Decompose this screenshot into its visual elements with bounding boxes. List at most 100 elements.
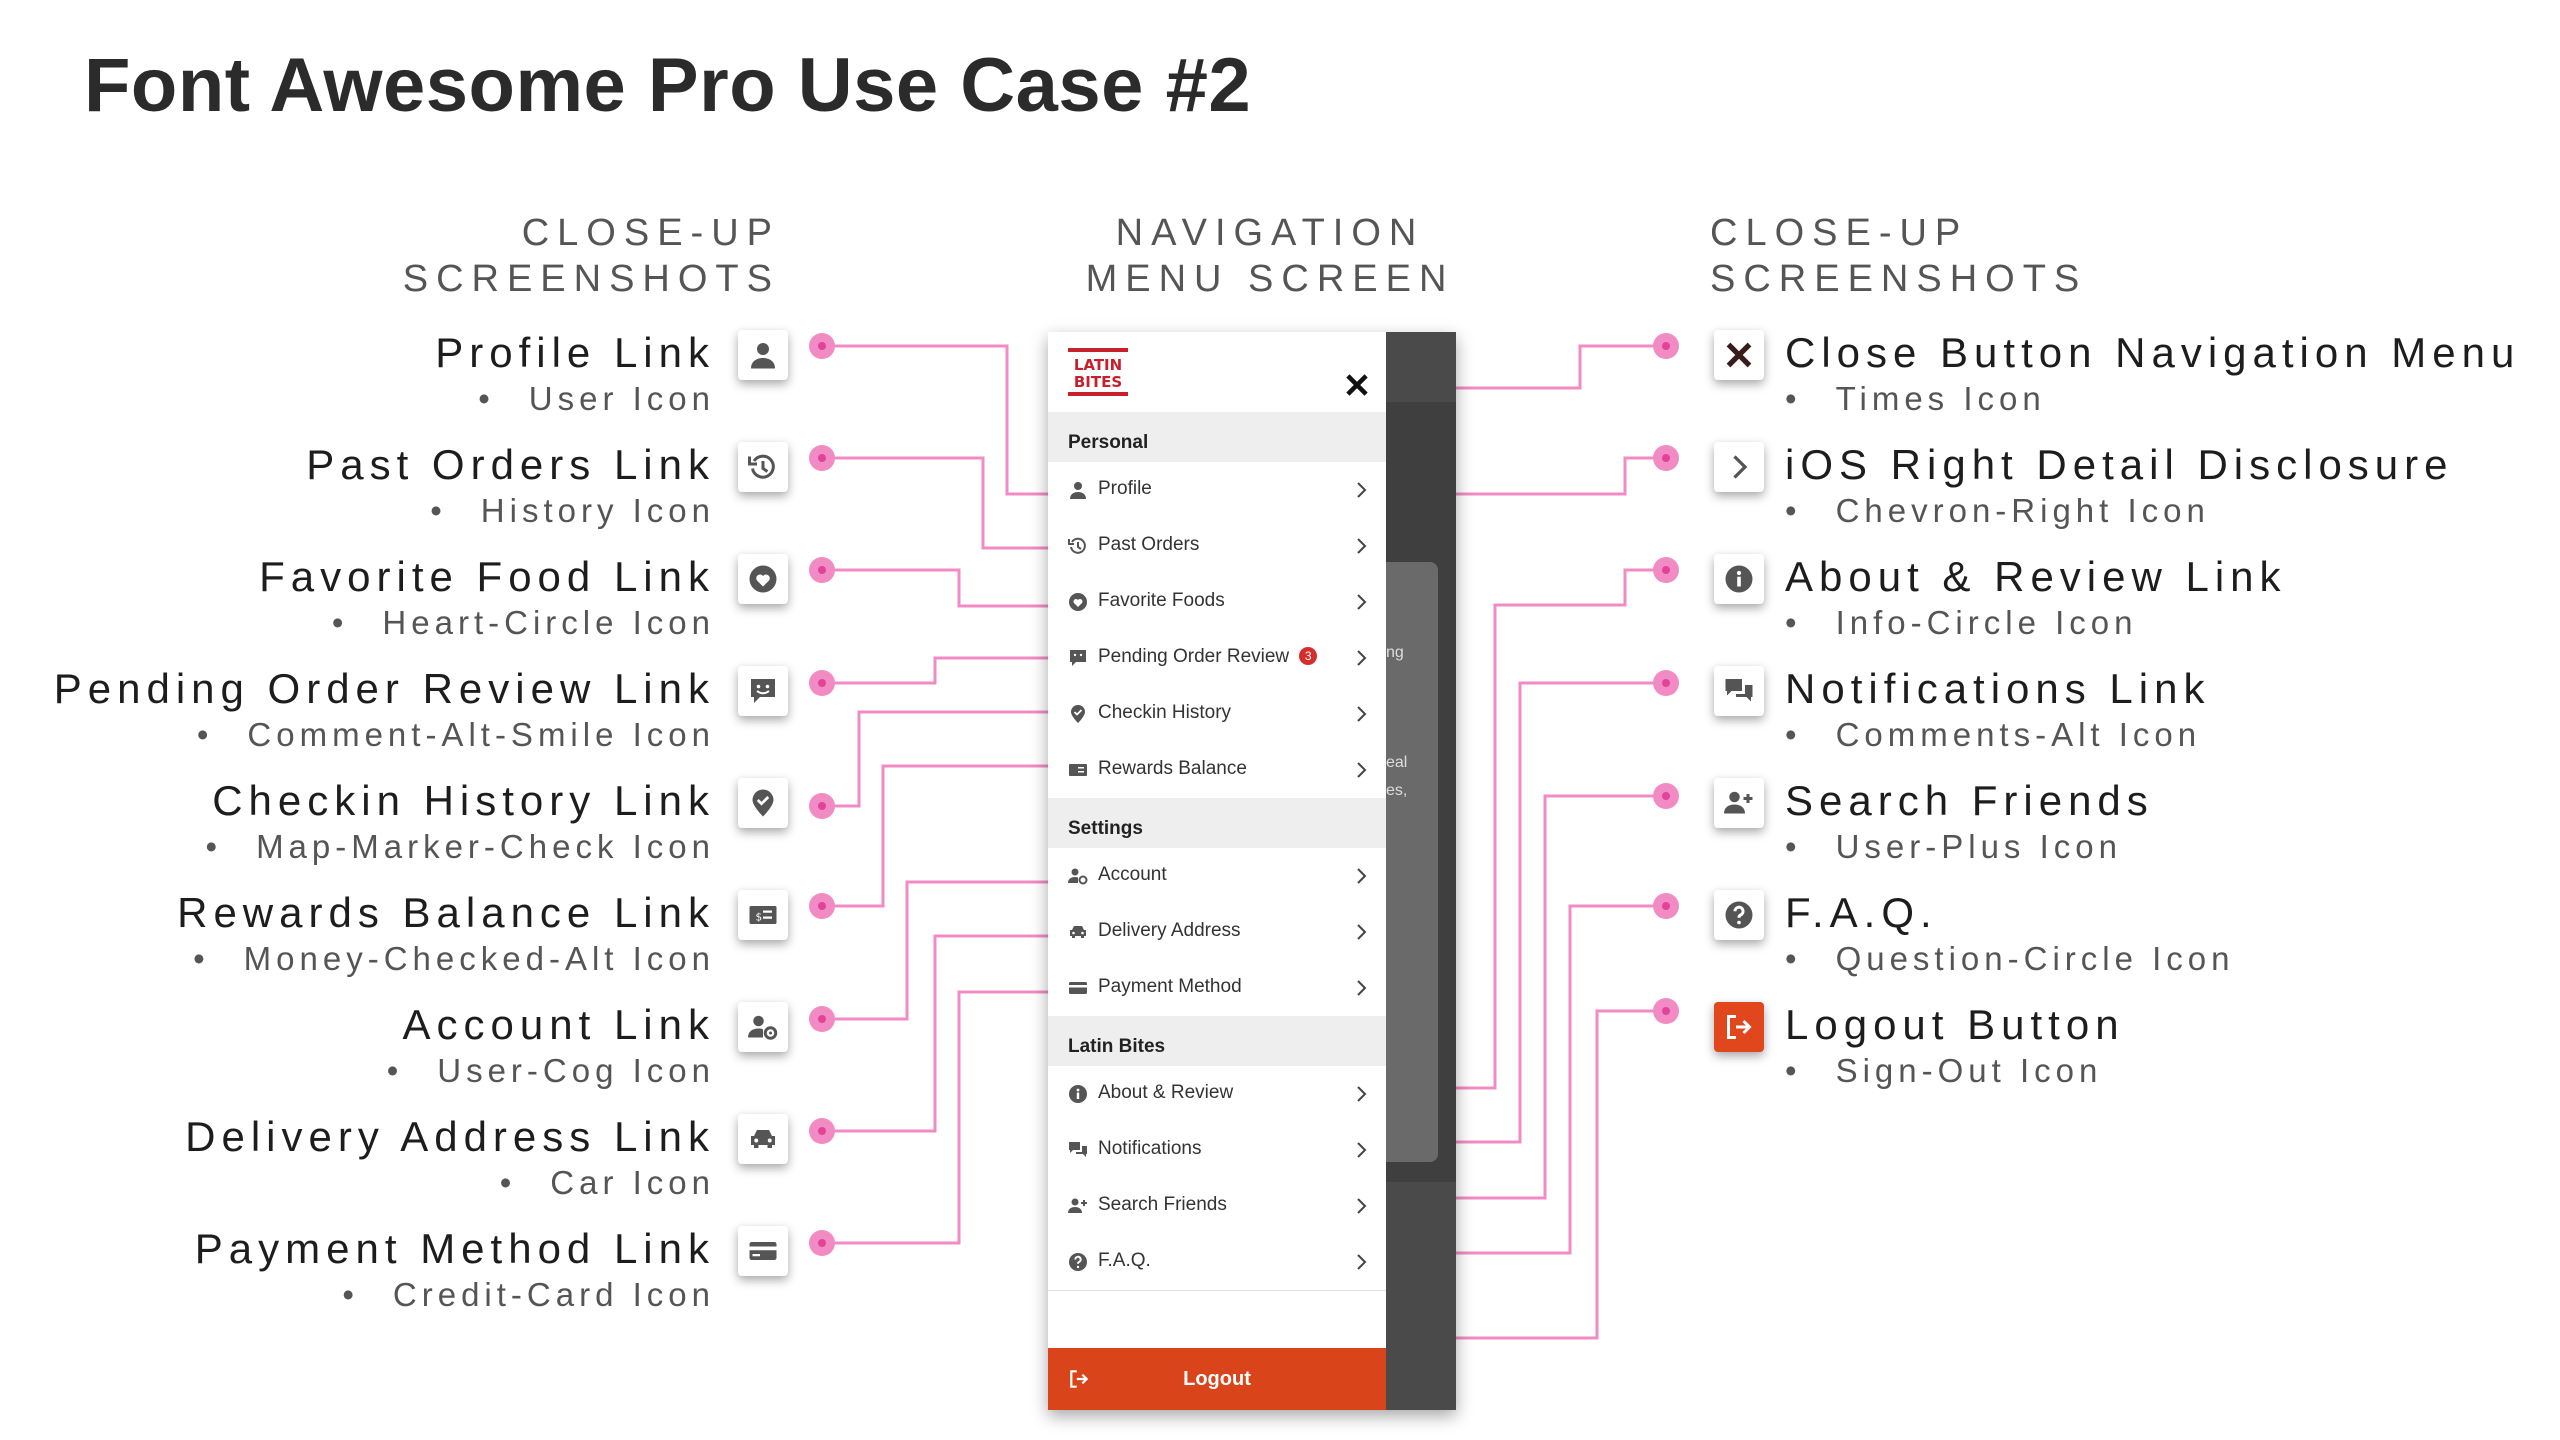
connector-dot: [1653, 998, 1679, 1024]
menu-item-delivery-address[interactable]: Delivery Address: [1048, 904, 1386, 961]
connector-dot: [809, 793, 835, 819]
section-latin-bites: Latin Bites: [1048, 1016, 1386, 1066]
menu-item-profile[interactable]: Profile: [1048, 462, 1386, 519]
map-marker-check-icon: [738, 778, 788, 828]
chevron-right-icon: [1357, 868, 1367, 884]
user-plus-icon: [1714, 778, 1764, 828]
sign-out-icon: [1714, 1002, 1764, 1052]
svg-text:$: $: [756, 911, 763, 923]
menu-item-search-friends[interactable]: Search Friends: [1048, 1178, 1386, 1235]
connector-profile: [822, 344, 1070, 496]
chevron-right-icon: [1357, 762, 1367, 778]
label-checkin-history-link: Checkin History Link •Map-Marker-Check I…: [205, 777, 715, 865]
side-menu: LATIN BITES Personal Profile Past Orders…: [1048, 332, 1386, 1410]
connector-dot: [1653, 333, 1679, 359]
connector-dot: [1653, 670, 1679, 696]
user-icon: [738, 330, 788, 380]
connector-dot: [1653, 557, 1679, 583]
info-circle-icon: [1714, 554, 1764, 604]
connector-dot: [1653, 445, 1679, 471]
close-menu-button[interactable]: [1344, 372, 1370, 398]
menu-header: LATIN BITES: [1048, 332, 1386, 414]
connector-rewards-balance: [822, 764, 1070, 908]
connector-dot: [809, 1230, 835, 1256]
connector-dot: [809, 333, 835, 359]
svg-text:BITES: BITES: [1074, 373, 1122, 391]
map-marker-check-icon: [1071, 705, 1085, 723]
heart-circle-icon: [1069, 593, 1087, 611]
backdrop-text: es,: [1386, 782, 1408, 799]
chevron-right-icon: [1357, 538, 1367, 554]
chevron-right-icon: [1357, 594, 1367, 610]
backdrop-text: ng: [1386, 644, 1404, 661]
user-cog-icon: [738, 1002, 788, 1052]
menu-item-checkin-history[interactable]: Checkin History: [1048, 686, 1386, 743]
user-plus-icon: [1068, 1198, 1087, 1213]
menu-item-account[interactable]: Account: [1048, 848, 1386, 905]
menu-item-notifications[interactable]: Notifications: [1048, 1122, 1386, 1179]
menu-item-favorite-foods[interactable]: Favorite Foods: [1048, 574, 1386, 631]
menu-item-about-review[interactable]: About & Review: [1048, 1066, 1386, 1123]
comment-alt-smile-icon: [1070, 650, 1086, 666]
connector-pending-review: [822, 656, 1070, 685]
connector-delivery-address: [822, 934, 1070, 1133]
credit-card-icon: [1069, 982, 1087, 994]
backdrop-text: eal: [1386, 754, 1408, 771]
car-icon: [1070, 926, 1086, 938]
chevron-right-icon: [1357, 650, 1367, 666]
user-cog-icon: [1068, 868, 1088, 885]
chevron-right-icon: [1357, 1198, 1367, 1214]
comments-alt-icon: [1714, 666, 1764, 716]
times-icon: [1714, 330, 1764, 380]
chevron-right-icon: [1357, 980, 1367, 996]
history-icon: [1068, 537, 1086, 554]
label-search-friends: Search Friends •User-Plus Icon: [1785, 777, 2154, 865]
menu-item-past-orders[interactable]: Past Orders: [1048, 518, 1386, 575]
backdrop-overlay[interactable]: ng eal es,: [1386, 332, 1456, 1410]
money-check-alt-icon: $: [738, 890, 788, 940]
history-icon: [738, 442, 788, 492]
label-notifications-link: Notifications Link •Comments-Alt Icon: [1785, 665, 2211, 753]
svg-text:LATIN: LATIN: [1074, 356, 1122, 374]
connector-close: [1422, 344, 1666, 390]
notification-badge: 3: [1299, 647, 1318, 665]
question-circle-icon: [1714, 890, 1764, 940]
connector-account: [822, 880, 1070, 1021]
connector-favorite-foods: [822, 568, 1070, 608]
chevron-right-icon: [1357, 1254, 1367, 1270]
menu-item-faq[interactable]: F.A.Q.: [1048, 1234, 1386, 1291]
section-settings: Settings: [1048, 798, 1386, 848]
label-faq: F.A.Q. •Question-Circle Icon: [1785, 889, 2235, 977]
connector-dot: [1653, 893, 1679, 919]
question-circle-icon: [1069, 1253, 1087, 1271]
credit-card-icon: [738, 1226, 788, 1276]
chevron-right-icon: [1357, 1086, 1367, 1102]
connector-payment-method: [822, 990, 1070, 1245]
connector-dot: [809, 1118, 835, 1144]
label-ios-disclosure: iOS Right Detail Disclosure •Chevron-Rig…: [1785, 441, 2454, 529]
comment-alt-smile-icon: [738, 666, 788, 716]
label-logout-button: Logout Button •Sign-Out Icon: [1785, 1001, 2125, 1089]
label-pending-order-review-link: Pending Order Review Link •Comment-Alt-S…: [53, 665, 715, 753]
info-circle-icon: [1069, 1085, 1087, 1103]
connector-dot: [1653, 783, 1679, 809]
connector-dot: [809, 445, 835, 471]
connector-dot: [809, 893, 835, 919]
connector-dot: [809, 1006, 835, 1032]
menu-item-rewards-balance[interactable]: Rewards Balance: [1048, 742, 1386, 799]
label-delivery-address-link: Delivery Address Link •Car Icon: [185, 1113, 715, 1201]
chevron-right-icon: [1357, 924, 1367, 940]
sign-out-icon: [1070, 1370, 1089, 1388]
menu-item-payment-method[interactable]: Payment Method: [1048, 960, 1386, 1017]
label-payment-method-link: Payment Method Link •Credit-Card Icon: [194, 1225, 715, 1313]
chevron-right-icon: [1357, 482, 1367, 498]
money-check-alt-icon: [1069, 764, 1087, 776]
logout-button[interactable]: Logout: [1048, 1348, 1386, 1410]
comments-alt-icon: [1069, 1142, 1087, 1157]
chevron-right-icon: [1357, 1142, 1367, 1158]
label-profile-link: Profile Link •User Icon: [435, 329, 715, 417]
car-icon: [738, 1114, 788, 1164]
connector-past-orders: [822, 456, 1070, 550]
